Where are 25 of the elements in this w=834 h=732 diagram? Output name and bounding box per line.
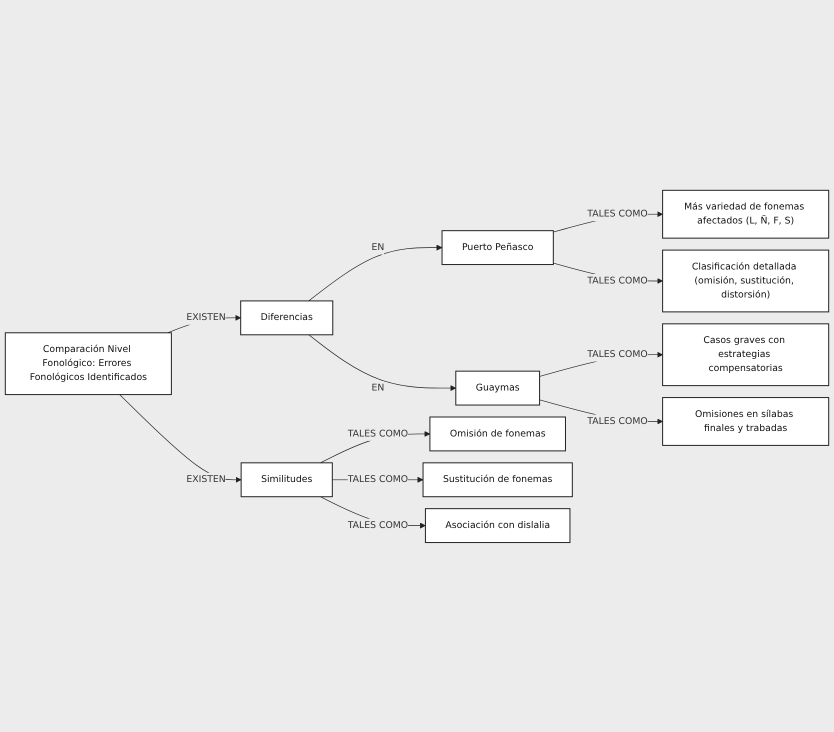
node-box: Diferencias (240, 300, 334, 335)
node-box: Comparación Nivel Fonológico: Errores Fonológicos Identificados (4, 332, 172, 395)
edge-label: TALES COMO (587, 274, 648, 286)
node-box: Más variedad de fonemas afectados (L, Ñ, F, S) (662, 189, 830, 238)
node-box: Clasificación detallada (omisión, sustitución, distorsión) (662, 249, 830, 312)
edge-label: TALES COMO (348, 474, 408, 484)
edge-label: EXISTEN (186, 312, 226, 322)
edge-label: TALES COMO (587, 415, 648, 426)
node-box: Omisión de fonemas (429, 416, 566, 451)
edge-label: EN (371, 382, 384, 393)
node-box: Casos graves con estrategias compensatorias (662, 322, 830, 386)
node-box: Asociación con dislalia (424, 508, 570, 543)
edge-label: TALES COMO (587, 348, 648, 360)
node-box: Similitudes (240, 462, 333, 497)
node-box: Sustitución de fonemas (422, 462, 573, 497)
edge-label: EXISTEN (186, 474, 226, 484)
node-box: Guaymas (455, 370, 540, 406)
arrow (308, 244, 442, 301)
edge-label: TALES COMO (587, 208, 648, 219)
edge-label: TALES COMO (348, 428, 408, 438)
edge-label: TALES COMO (348, 520, 408, 530)
node-box: Omisiones en sílabas finales y trabadas (662, 396, 830, 446)
node-box: Puerto Peñasco (442, 230, 554, 265)
arrow (308, 334, 456, 391)
edge-label: EN (371, 242, 384, 252)
